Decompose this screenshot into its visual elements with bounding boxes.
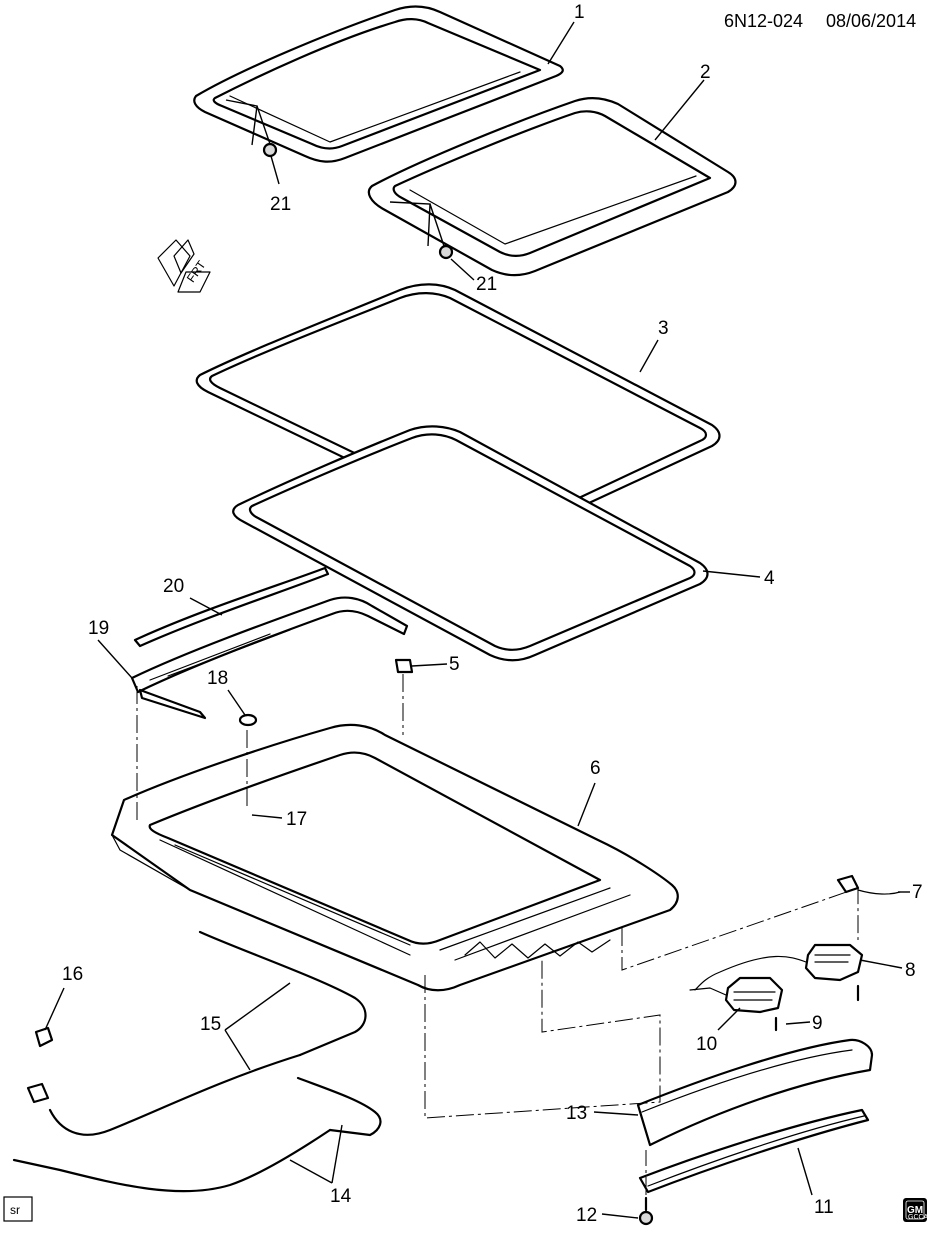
callout-1: 1 bbox=[574, 2, 585, 23]
part-9-screws bbox=[774, 984, 860, 1032]
part-13-sunshade bbox=[636, 1038, 874, 1147]
callout-20: 20 bbox=[163, 576, 184, 597]
diagram-date: 08/06/2014 bbox=[826, 11, 916, 31]
callout-19: 19 bbox=[88, 618, 109, 639]
part-18-nut bbox=[238, 713, 258, 727]
callout-2: 2 bbox=[700, 62, 711, 83]
callout-11: 11 bbox=[814, 1197, 834, 1218]
part-10-motor bbox=[689, 976, 784, 1014]
callout-numbers: 1 2 21 21 3 4 20 19 5 18 6 17 7 8 16 9 1… bbox=[62, 2, 923, 1226]
part-20-deflector-seal bbox=[133, 566, 330, 648]
callout-12: 12 bbox=[576, 1205, 597, 1226]
callout-15: 15 bbox=[200, 1014, 221, 1035]
part-12-bolt bbox=[638, 1196, 654, 1226]
callout-13: 13 bbox=[566, 1103, 587, 1124]
part-21-lower-nut bbox=[389, 201, 475, 281]
callout-9: 9 bbox=[812, 1013, 823, 1034]
part-7-harness bbox=[836, 874, 901, 895]
part-4-inner-seal bbox=[232, 425, 709, 662]
callout-16: 16 bbox=[62, 964, 83, 985]
gm-logo-text: GM bbox=[907, 1205, 923, 1216]
callout-21-lower: 21 bbox=[476, 274, 497, 295]
diagram-id: 6N12-024 bbox=[724, 11, 803, 31]
part-11-sunshade-rail bbox=[638, 1108, 870, 1194]
callout-14: 14 bbox=[330, 1186, 352, 1207]
callout-7: 7 bbox=[912, 882, 923, 903]
callout-4: 4 bbox=[764, 568, 775, 589]
alignment-lines bbox=[136, 674, 859, 1195]
part-5-clip bbox=[394, 658, 414, 674]
callout-6: 6 bbox=[590, 758, 601, 779]
callout-10: 10 bbox=[696, 1034, 717, 1055]
callout-5: 5 bbox=[449, 654, 460, 675]
sr-box: sr bbox=[3, 1196, 33, 1222]
callout-3: 3 bbox=[658, 318, 669, 339]
callout-18: 18 bbox=[207, 668, 228, 689]
front-direction-indicator: FRT bbox=[157, 239, 211, 293]
callout-21-upper: 21 bbox=[270, 194, 291, 215]
leader-lines bbox=[44, 21, 910, 1219]
sr-box-label: sr bbox=[10, 1203, 20, 1217]
gm-logo-icon: GM GCCA bbox=[903, 1198, 929, 1222]
part-6-sunroof-frame bbox=[110, 723, 679, 992]
gm-logo-sub: GCCA bbox=[908, 1214, 929, 1221]
part-19-wind-deflector bbox=[130, 596, 409, 720]
part-15-front-drain-hose bbox=[48, 930, 367, 1136]
part-16-hose-fitting bbox=[26, 1026, 54, 1104]
part-1-front-glass bbox=[193, 5, 564, 163]
part-8-motor bbox=[694, 943, 864, 991]
part-3-outer-seal bbox=[195, 283, 721, 535]
part-14-rear-drain-hose bbox=[12, 1076, 382, 1193]
callout-17: 17 bbox=[286, 809, 307, 830]
part-2-rear-glass bbox=[367, 97, 737, 277]
callout-8: 8 bbox=[905, 960, 916, 981]
part-21-upper-nut bbox=[225, 99, 280, 185]
